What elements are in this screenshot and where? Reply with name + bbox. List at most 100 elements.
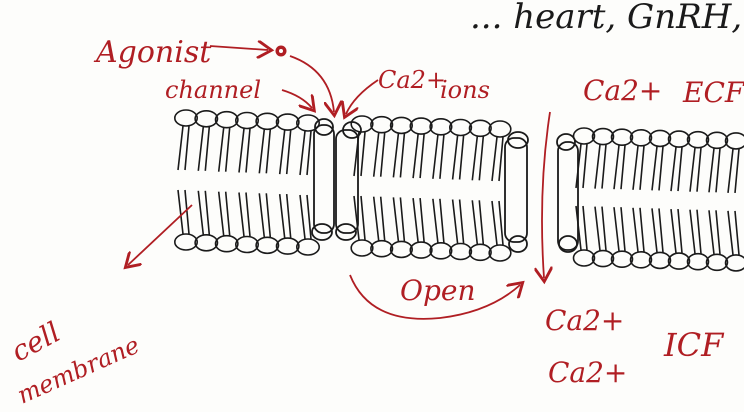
phospholipid-tail [433, 135, 444, 179]
phospholipid-head [391, 117, 413, 133]
phospholipid-head [430, 243, 452, 259]
phospholipid-head [489, 121, 511, 137]
phospholipid-head [277, 238, 299, 254]
label-cell: cell [6, 315, 66, 368]
phospholipid-head [650, 130, 671, 146]
phospholipid-head [707, 132, 728, 148]
top-partial-text: ... heart, GnRH, [470, 0, 742, 37]
phospholipid-head [470, 244, 492, 260]
phospholipid-tail [492, 201, 503, 245]
phospholipid-head [236, 237, 258, 253]
phospholipid-tail [239, 193, 250, 237]
phospholipid-head [351, 240, 373, 256]
phospholipid-tail [633, 146, 644, 190]
phospholipid-tail [393, 133, 404, 177]
phospholipid-tail [300, 131, 311, 175]
phospholipid-tail [259, 193, 270, 237]
arrow-channel [282, 90, 312, 108]
phospholipid-tail [690, 210, 701, 254]
phospholipid-tail [413, 134, 424, 178]
phospholipid-tail [219, 192, 230, 236]
phospholipid-head [216, 112, 238, 128]
phospholipid-head [574, 250, 595, 266]
phospholipid-head [593, 129, 614, 145]
phospholipid-head [707, 254, 728, 270]
phospholipid-head [470, 120, 492, 136]
phospholipid-tail [354, 132, 365, 176]
phospholipid-tail [280, 130, 291, 174]
phospholipid-tail [374, 133, 385, 177]
phospholipid-tail [219, 128, 230, 172]
phospholipid-tail [690, 148, 701, 192]
phospholipid-head [195, 235, 217, 251]
phospholipid-head [216, 236, 238, 252]
label-ca-icf-2: Ca2+ [548, 356, 627, 389]
phospholipid-tail [595, 207, 606, 251]
phospholipid-head [430, 119, 452, 135]
phospholipid-tail [614, 145, 625, 189]
label-agonist: Agonist [93, 35, 212, 70]
phospholipid-head [297, 239, 319, 255]
phospholipid-tail [198, 127, 209, 171]
phospholipid-tail [671, 209, 682, 253]
phospholipid-tail [239, 129, 250, 173]
phospholipid-tail [393, 197, 404, 241]
lipid-bilayer [175, 110, 744, 271]
phospholipid-head [650, 252, 671, 268]
phospholipid-tail [259, 129, 270, 173]
phospholipid-head [688, 254, 709, 270]
phospholipid-head [410, 118, 432, 134]
label-channel: channel [165, 76, 261, 104]
phospholipid-tail [652, 208, 663, 252]
phospholipid-head [195, 111, 217, 127]
phospholipid-tail [652, 146, 663, 190]
phospholipid-head [688, 132, 709, 148]
label-ca-ecf: Ca2+ [583, 74, 662, 107]
phospholipid-head [612, 129, 633, 145]
phospholipid-tail [614, 207, 625, 251]
phospholipid-head [256, 237, 278, 253]
phospholipid-tail [433, 199, 444, 243]
channel-protein-left [312, 119, 361, 240]
phospholipid-tail [374, 197, 385, 241]
phospholipid-head [612, 251, 633, 267]
phospholipid-tail [728, 149, 739, 193]
phospholipid-head [391, 241, 413, 257]
phospholipid-head [593, 251, 614, 267]
phospholipid-head [410, 242, 432, 258]
phospholipid-tail [472, 200, 483, 244]
phospholipid-head [574, 128, 595, 144]
phospholipid-tail [178, 126, 189, 170]
label-ca-ions: Ca2+ [378, 66, 446, 94]
phospholipid-tail [280, 194, 291, 238]
phospholipid-head [631, 252, 652, 268]
label-ecf: ECF [682, 76, 744, 109]
phospholipid-head [175, 234, 197, 250]
arrow-ca-influx [542, 112, 550, 278]
phospholipid-tail [472, 136, 483, 180]
phospholipid-tail [595, 145, 606, 189]
phospholipid-head [351, 116, 373, 132]
label-ions: ions [440, 76, 490, 104]
label-icf: ICF [663, 326, 725, 364]
phospholipid-head [277, 114, 299, 130]
phospholipid-head [175, 110, 197, 126]
phospholipid-head [489, 245, 511, 261]
phospholipid-tail [492, 137, 503, 181]
phospholipid-tail [709, 148, 720, 192]
label-open: Open [400, 274, 475, 307]
phospholipid-tail [633, 208, 644, 252]
phospholipid-tail [671, 147, 682, 191]
phospholipid-tail [413, 198, 424, 242]
phospholipid-tail [709, 210, 720, 254]
arrow-agonist [210, 46, 268, 50]
phospholipid-head [236, 113, 258, 129]
phospholipid-tail [453, 136, 464, 180]
phospholipid-head [669, 131, 690, 147]
phospholipid-head [450, 244, 472, 260]
phospholipid-tail [728, 211, 739, 255]
phospholipid-head [631, 130, 652, 146]
phospholipid-tail [300, 195, 311, 239]
